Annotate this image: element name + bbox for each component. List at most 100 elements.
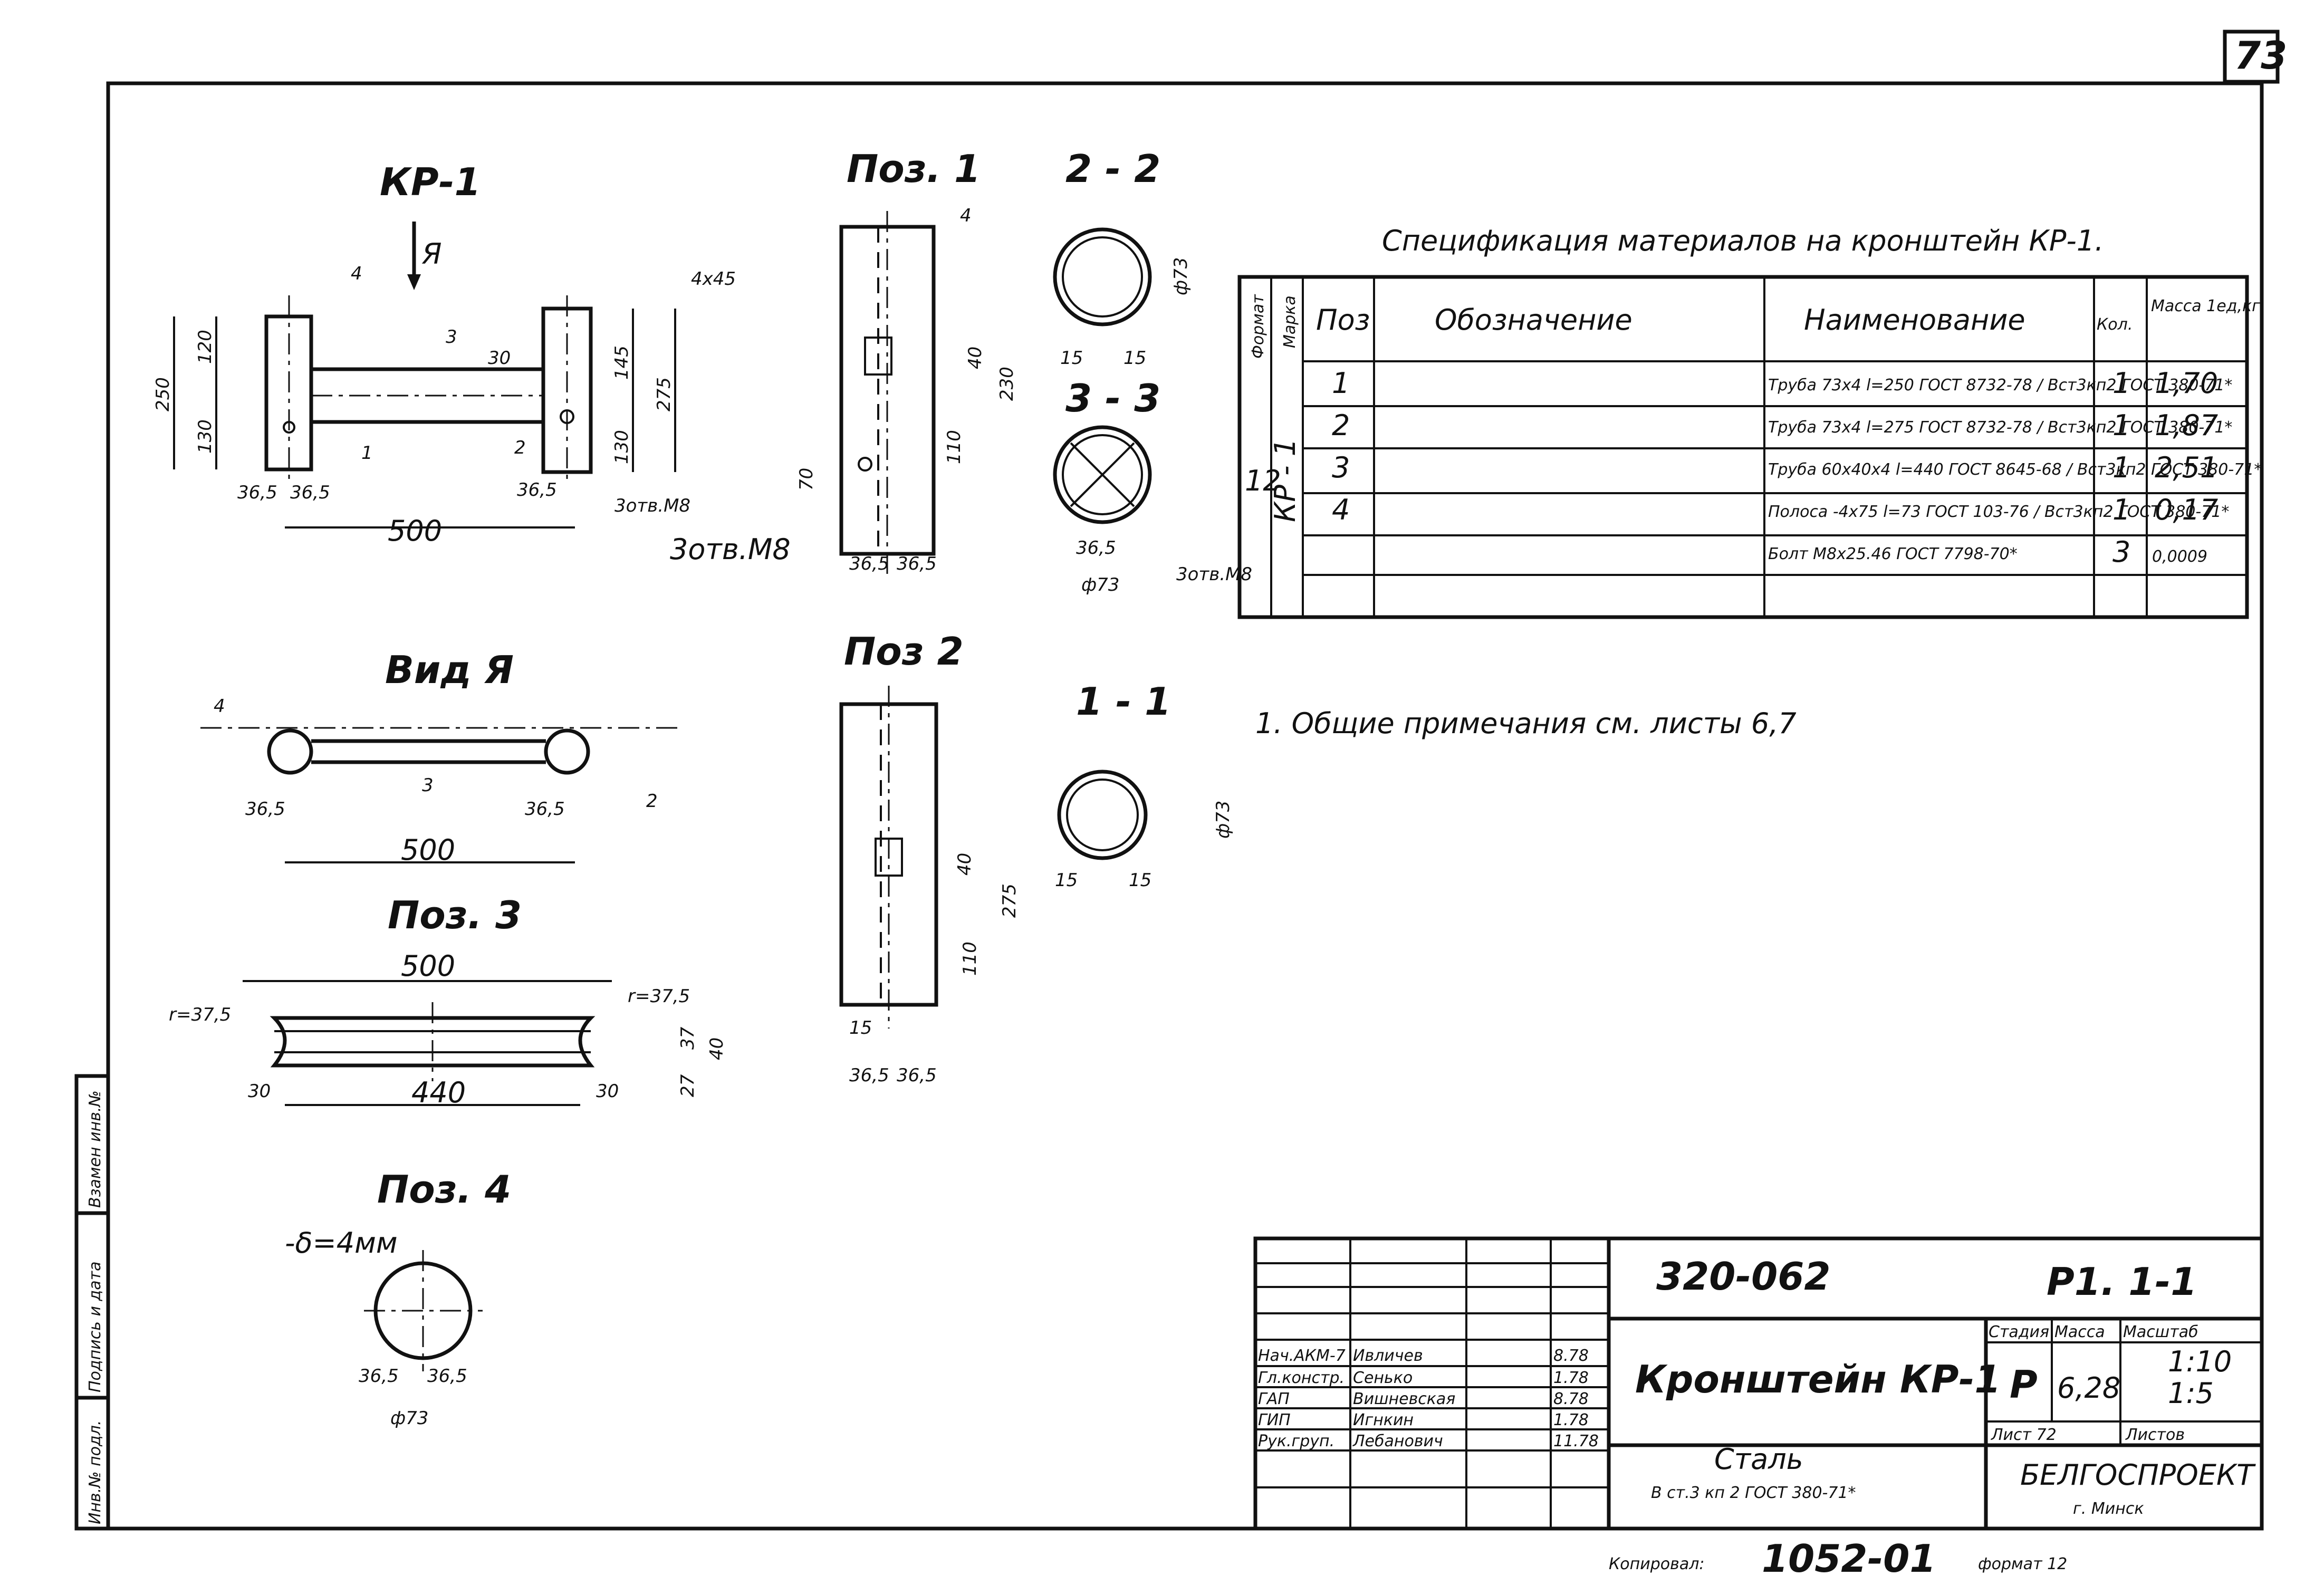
dim-145: 145 [611,345,632,380]
signature-row: Гл.констр. Сенько 1.78 [1258,1369,1589,1387]
dim-15b: 15 [1123,348,1146,369]
page-number: 73 [2234,33,2287,78]
doc-code: 320-062 [1656,1254,1830,1299]
dim-phi73-22: ф73 [1170,257,1192,295]
dim-phi73-11: ф73 [1213,801,1234,839]
role-date: 8.78 [1553,1347,1589,1365]
spec-row-mass: 2,51 [2155,451,2218,484]
dim-phi73-33: ф73 [1081,574,1119,595]
scale-header: Масштаб [2123,1323,2198,1341]
spec-row-poz: 3 [1332,451,1350,484]
role-date: 11.78 [1553,1432,1599,1450]
sheet-frame [106,81,2264,1531]
dim-poz2-365a: 36,5 [849,1065,889,1086]
role-name: Вишневская [1353,1390,1455,1408]
role-title: Нач.АКМ-7 [1258,1347,1346,1365]
dim-phi73-poz4: ф73 [390,1408,428,1429]
spec-h-designation: Обозначение [1435,303,1632,337]
va-callout-3: 3 [422,775,434,796]
spec-h-mark: Марка [1281,295,1299,348]
dim-33-365: 36,5 [1076,537,1116,559]
callout-1: 1 [361,443,373,464]
mass-value: 6,28 [2057,1371,2120,1405]
format-label: формат 12 [1978,1555,2067,1573]
spec-row: 4 Полоса -4х75 l=73 ГОСТ 103-76 / Вст3кп… [1332,493,2229,526]
side-stamp: Взамен инв.№ Подпись и дата Инв.№ подл. [74,1074,110,1531]
dim-va-365: 36,5 [245,799,285,820]
spec-title: Спецификация материалов на кронштейн КР-… [1382,224,2104,257]
organization-city: г. Минск [2073,1500,2144,1518]
side-stamp-sign: Подпись и дата [86,1262,104,1393]
spec-row: Болт М8х25.46 ГОСТ 7798-70* 3 0,0009 [1768,535,2207,569]
dim-27: 27 [677,1074,698,1097]
kr1-assembly-view: КР-1 Я 250 120 130 145 275 130 30 36,5 3… [152,160,690,547]
dim-500: 500 [388,514,442,547]
dim-va-365b: 36,5 [525,799,565,820]
spec-row-mass: 1,87 [2155,409,2218,442]
dim-500-view-a: 500 [401,833,455,867]
spec-row-name: Труба 73х4 l=250 ГОСТ 8732-78 / Вст3кп2 … [1768,376,2232,395]
view-a-label: Вид Я [385,648,514,692]
arrow-a-label: Я [421,237,442,271]
signature-row: ГИП Игнкин 1.78 [1258,1411,1589,1429]
dim-30: 30 [488,348,511,369]
spec-row-name: Труба 60х40х4 l=440 ГОСТ 8645-68 / Вст3к… [1768,460,2262,479]
material-line-2: В ст.3 кп 2 ГОСТ 380-71* [1651,1484,1856,1502]
dim-110-poz2: 110 [959,941,981,976]
dim-70: 70 [796,468,817,491]
dim-poz4-365a: 36,5 [359,1366,399,1387]
spec-mark-val: КР - 1 [1269,438,1302,522]
dim-40-poz3: 40 [706,1037,727,1060]
spec-h-name: Наименование [1804,303,2025,337]
signature-row: ГАП Вишневская 8.78 [1258,1390,1589,1408]
dim-3holes-poz1: 3отв.М8 [670,533,791,566]
copy-line: Копировал: 1052-01 формат 12 [1609,1536,2067,1581]
poz4-label: Поз. 4 [377,1167,511,1212]
dim-36-5: 36,5 [237,482,277,503]
signature-row: Рук.груп. Лебанович 11.78 [1258,1432,1599,1450]
spec-row-poz: 1 [1332,367,1350,400]
spec-row: 1 Труба 73х4 l=250 ГОСТ 8732-78 / Вст3кп… [1332,367,2232,400]
spec-row-qty: 1 [2112,409,2130,442]
spec-row-mass: 0,0009 [2152,547,2207,566]
page-number-box [2223,30,2280,84]
dim-r-left: r=37,5 [169,1004,231,1025]
spec-row-poz: 4 [1332,493,1350,526]
spec-h-qty: Кол. [2097,315,2133,334]
copy-number: 1052-01 [1762,1536,1936,1581]
va-callout-4: 4 [214,696,225,717]
section-2-2: 2 - 2 15 15 ф73 [1053,147,1192,369]
dim-500-poz3: 500 [401,949,455,983]
side-stamp-inv: Инв.№ подл. [86,1420,104,1524]
spec-format-val: 12 [1245,464,1281,497]
product-name: Кронштейн КР-1 [1635,1357,2001,1401]
role-date: 1.78 [1553,1369,1589,1387]
sec22-label: 2 - 2 [1065,147,1160,191]
dim-275: 275 [654,377,675,411]
dim-250: 250 [152,377,174,411]
dim-15-11a: 15 [1055,870,1078,891]
dim-30-poz3a: 30 [248,1081,271,1102]
spec-row-name: Полоса -4х75 l=73 ГОСТ 103-76 / Вст3кп2 … [1768,503,2229,521]
dim-poz4-365b: 36,5 [427,1366,467,1387]
spec-table: Спецификация материалов на кронштейн КР-… [1237,224,2262,619]
dim-poz2-365b: 36,5 [897,1065,937,1086]
view-a: Вид Я 500 36,5 36,5 4 3 2 [200,648,680,867]
role-name: Игнкин [1353,1411,1414,1429]
callout-3: 3 [446,326,457,348]
dim-chamfer: 4х45 [691,268,736,290]
spec-row-qty: 3 [2112,535,2130,569]
dim-440: 440 [411,1076,466,1109]
dim-poz1-365b: 36,5 [897,553,937,574]
dim-15-poz2: 15 [849,1017,872,1039]
sheets-label: Листов [2125,1426,2185,1444]
spec-row-qty: 1 [2112,367,2130,400]
role-title: ГИП [1258,1411,1291,1429]
role-name: Лебанович [1352,1432,1443,1450]
poz3-view: Поз. 3 500 440 30 30 r=37,5 r=37,5 37 40… [169,893,727,1109]
role-title: Гл.констр. [1258,1369,1345,1387]
kr1-label: КР-1 [380,160,481,204]
dim-15a: 15 [1060,348,1083,369]
dim-thickness: -δ=4мм [285,1226,398,1260]
role-date: 8.78 [1553,1390,1589,1408]
